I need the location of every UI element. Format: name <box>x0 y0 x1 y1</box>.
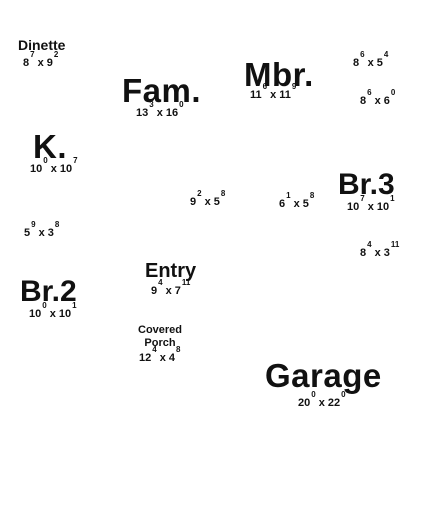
room-label-line2: Porch <box>144 337 176 349</box>
room-label: Mbr. <box>244 56 314 93</box>
room-entry: Entry <box>145 261 196 281</box>
room-kitchen: K. <box>33 130 67 163</box>
room-bedroom-3: Br.3 <box>338 170 395 200</box>
room-label: Entry <box>145 260 197 282</box>
room-covered-porch: Covered Porch <box>138 324 182 350</box>
room-master-bedroom: Mbr. <box>244 58 314 91</box>
room-family: Fam. <box>122 74 201 107</box>
room-dinette: Dinette <box>18 38 65 52</box>
room-label: Garage <box>265 357 382 394</box>
room-label-line1: Covered <box>138 324 183 336</box>
room-label: Br.2 <box>20 275 77 308</box>
room-bedroom-2: Br.2 <box>20 277 77 307</box>
room-label: K. <box>33 128 67 165</box>
room-label: Br.3 <box>338 168 395 201</box>
room-label: Dinette <box>18 37 66 53</box>
room-label: Fam. <box>122 72 202 109</box>
room-garage: Garage <box>265 359 382 392</box>
